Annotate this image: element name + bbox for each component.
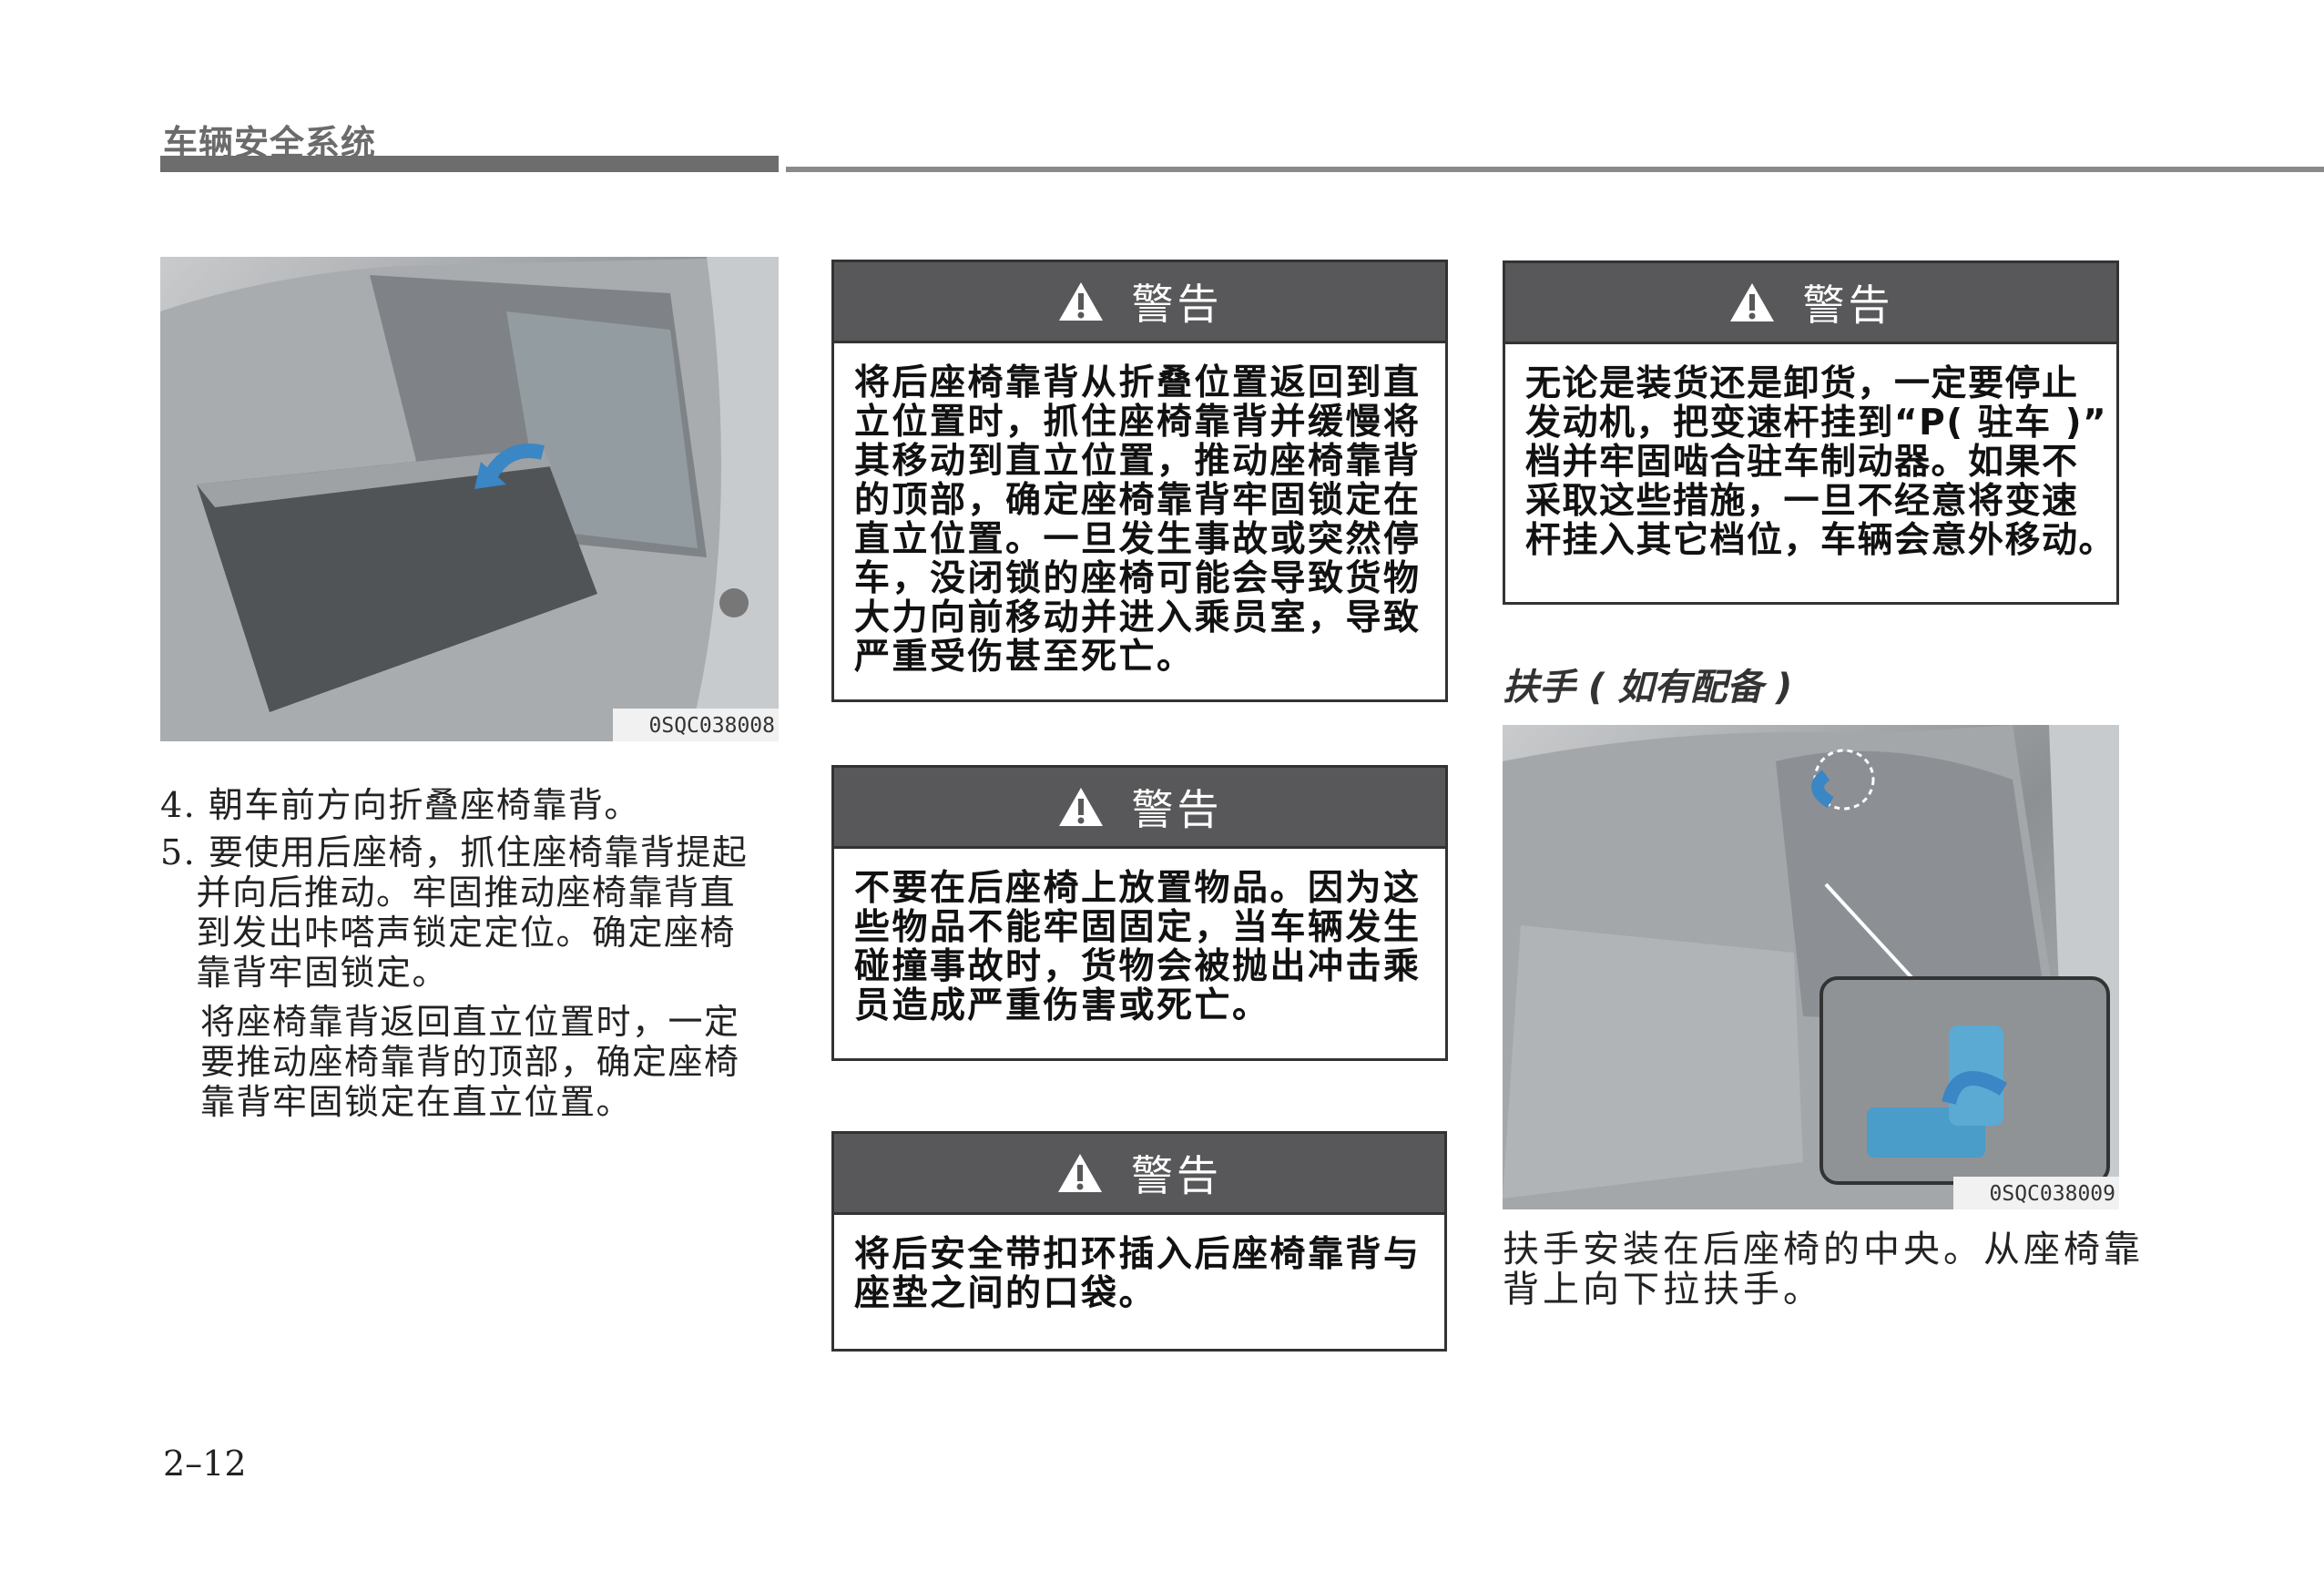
warning-header: 警告 — [834, 1134, 1444, 1215]
seat-illustration — [160, 257, 779, 741]
warning-text: 无论是装货还是卸货，一定要停止发动机，把变速杆挂到“P( 驻车 )”档并牢固啮合… — [1525, 363, 2116, 561]
arrow-icon — [1942, 1071, 2008, 1106]
warning-title: 警告 — [1802, 281, 1894, 330]
warning-triangle-icon — [1058, 1154, 1102, 1192]
warning-text: 不要在后座椅上放置物品。因为这些物品不能牢固固定，当车辆发生碰撞事故时，货物会被… — [854, 868, 1422, 1026]
header-rule-thick — [160, 156, 779, 172]
step-line: 5. 要使用后座椅，抓住座椅靠背提起 — [160, 832, 749, 872]
armrest-illustration — [1503, 725, 2119, 1209]
warning-header: 警告 — [834, 262, 1445, 343]
description-line: 背上向下拉扶手。 — [1503, 1269, 1823, 1311]
warning-triangle-icon — [1058, 282, 1103, 321]
note-line: 要推动座椅靠背的顶部，确定座椅 — [200, 1042, 740, 1082]
warning-title: 警告 — [1131, 280, 1223, 329]
step-5: 5. 要使用后座椅，抓住座椅靠背提起 并向后推动。牢固推动座椅靠背直 到发出咔嗒… — [160, 832, 748, 993]
page-number: 2–12 — [163, 1443, 247, 1484]
warning-text: 将后安全带扣环插入后座椅靠背与座垫之间的口袋。 — [854, 1234, 1422, 1314]
warning-box: 警告 将后安全带扣环插入后座椅靠背与座垫之间的口袋。 — [831, 1131, 1447, 1352]
warning-box: 警告 不要在后座椅上放置物品。因为这些物品不能牢固固定，当车辆发生碰撞事故时，货… — [831, 765, 1448, 1061]
step-line: 到发出咔嗒声锁定定位。确定座椅 — [160, 913, 737, 953]
warning-triangle-icon — [1729, 283, 1774, 321]
armrest-heading: 扶手 ( 如有配备 ) — [1503, 667, 1793, 709]
note-line: 靠背牢固锁定在直立位置。 — [200, 1082, 633, 1122]
note-line: 将座椅靠背返回直立位置时，一定 — [200, 1002, 740, 1042]
warning-title: 警告 — [1131, 1151, 1222, 1200]
warning-title: 警告 — [1131, 785, 1223, 834]
figure-armrest: 0SQC038009 — [1503, 725, 2119, 1209]
figure-code: 0SQC038008 — [612, 709, 779, 741]
step-4: 4. 朝车前方向折叠座椅靠背。 — [160, 785, 640, 825]
armrest-description: 扶手安装在后座椅的中央。从座椅靠 背上向下拉扶手。 — [1503, 1229, 2144, 1310]
step-line: 并向后推动。牢固推动座椅靠背直 — [160, 872, 737, 913]
warning-triangle-icon — [1058, 788, 1103, 826]
warning-header: 警告 — [1505, 263, 2116, 344]
warning-box: 警告 无论是装货还是卸货，一定要停止发动机，把变速杆挂到“P( 驻车 )”档并牢… — [1503, 260, 2119, 605]
figure-folded-seatback: 0SQC038008 — [160, 257, 779, 741]
step-line: 4. 朝车前方向折叠座椅靠背。 — [160, 785, 640, 825]
warning-text: 将后座椅靠背从折叠位置返回到直立位置时，抓住座椅靠背并缓慢将其移动到直立位置，推… — [854, 362, 1422, 678]
step-line: 靠背牢固锁定。 — [160, 953, 449, 993]
description-line: 扶手安装在后座椅的中央。从座椅靠 — [1503, 1229, 2144, 1270]
header-rule-thin — [786, 167, 2324, 172]
figure-code: 0SQC038009 — [1952, 1177, 2119, 1209]
arrow-icon — [1811, 770, 1834, 809]
warning-header: 警告 — [834, 768, 1445, 849]
step-note: 将座椅靠背返回直立位置时，一定 要推动座椅靠背的顶部，确定座椅 靠背牢固锁定在直… — [200, 1002, 740, 1122]
warning-box: 警告 将后座椅靠背从折叠位置返回到直立位置时，抓住座椅靠背并缓慢将其移动到直立位… — [831, 260, 1448, 702]
